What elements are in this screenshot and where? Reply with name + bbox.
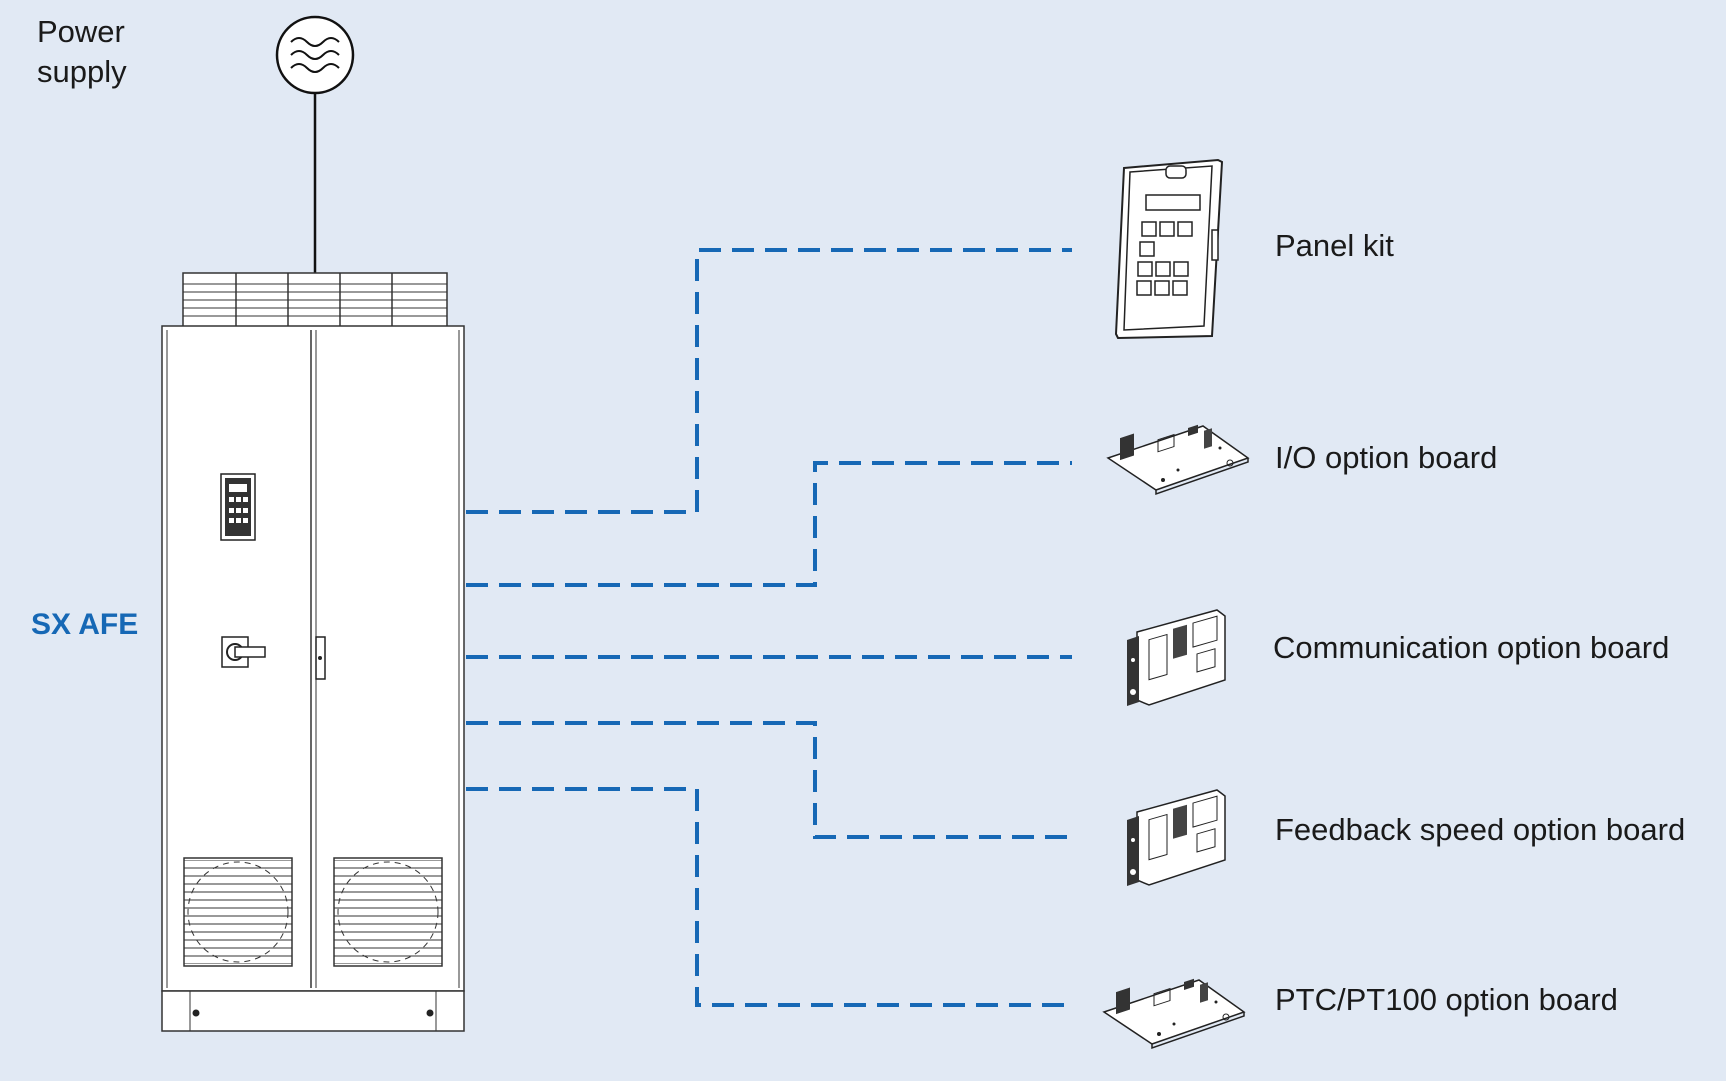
io-option-board-icon bbox=[1107, 424, 1249, 495]
accessory-label-ptc-board: PTC/PT100 option board bbox=[1275, 982, 1618, 1017]
power-supply-label-line1: Power bbox=[37, 14, 125, 49]
accessory-label-feedback-board: Feedback speed option board bbox=[1275, 812, 1686, 847]
power-supply-label-line2: supply bbox=[37, 54, 127, 89]
control-panel-icon bbox=[1114, 158, 1224, 340]
communication-option-board-icon bbox=[1126, 609, 1226, 707]
drive-cabinet-icon bbox=[161, 272, 465, 1032]
connector-ptc-board bbox=[466, 787, 1072, 1007]
connector-io-board bbox=[466, 461, 1072, 587]
ptc-option-board-icon bbox=[1103, 978, 1245, 1049]
feedback-option-board-icon bbox=[1126, 789, 1226, 887]
connector-feedback-board bbox=[466, 721, 1072, 839]
accessory-label-panel-kit: Panel kit bbox=[1275, 228, 1394, 263]
ac-power-source-icon bbox=[275, 15, 355, 95]
power-supply bbox=[275, 15, 355, 275]
accessory-label-communication-board: Communication option board bbox=[1273, 630, 1670, 665]
accessory-label-io-board: I/O option board bbox=[1275, 440, 1498, 475]
drive-label: SX AFE bbox=[31, 608, 139, 641]
connector-panel-kit bbox=[466, 248, 1072, 514]
